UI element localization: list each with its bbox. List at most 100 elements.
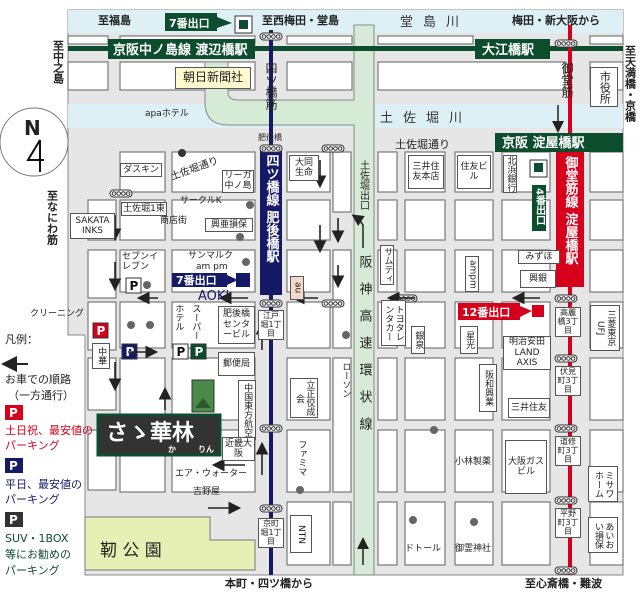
legend-green-parking: パーキング <box>5 563 60 577</box>
city-block <box>501 249 551 293</box>
exit-label: 4番出口 <box>534 188 547 225</box>
station-yodoyabashi-keihan: 京阪 淀屋橋駅 <box>495 133 623 152</box>
hotel-pin-icon <box>178 149 186 157</box>
city-block <box>404 357 446 421</box>
station-label: 御堂筋線 淀屋橋駅 <box>563 155 580 266</box>
legend-red-parking: パーキング <box>5 438 60 452</box>
city-block <box>589 199 624 241</box>
river-label-dojima: 堂島川 <box>400 15 469 30</box>
city-block <box>119 357 166 421</box>
parking-symbol: P <box>9 406 18 420</box>
city-block <box>404 301 446 349</box>
city-block <box>454 249 494 293</box>
one-way-arrows <box>108 160 540 515</box>
city-block <box>377 501 398 566</box>
city-block <box>377 249 398 293</box>
legend-green-parking: 等にお勧めの <box>5 547 71 561</box>
city-block <box>286 199 331 241</box>
legend-oneway: お車での順路 <box>5 372 71 386</box>
city-block <box>589 61 624 91</box>
station-label: 四ツ橋線 肥後橋駅 <box>264 154 281 264</box>
direction-tenmabashi: 至天満橋・京橋 <box>624 45 637 123</box>
station-label: 大江橋駅 <box>482 42 535 58</box>
city-block <box>404 199 446 241</box>
station-watanabebashi: 京阪中ノ島線 渡辺橋駅 <box>108 39 255 59</box>
parking-symbol: P <box>9 513 18 527</box>
city-block <box>332 357 352 493</box>
city-block <box>501 357 551 421</box>
landmark-pin-icon <box>409 516 417 524</box>
city-block <box>454 501 494 566</box>
parking-icon: P <box>125 277 142 294</box>
city-block <box>286 249 331 293</box>
expressway-exit: 土佐堀出口 <box>358 159 370 210</box>
city-block <box>454 199 494 241</box>
direction-umeda: 梅田・新大阪から <box>512 13 600 27</box>
landmark-pin-icon <box>246 201 254 209</box>
city-block <box>589 357 624 421</box>
road-higobashi-bridge: 肥後橋 <box>258 132 282 142</box>
city-block <box>119 199 166 241</box>
destination-sasakarin: さゝ華林 か りん <box>96 379 222 457</box>
expressway-name: 阪神高速環状線 <box>357 255 373 444</box>
landmark-pin-icon <box>242 258 250 266</box>
landmark-pin-icon <box>127 321 135 329</box>
landmark-pin-icon <box>430 426 438 434</box>
city-block <box>87 199 117 241</box>
city-block <box>286 429 331 493</box>
traffic-signal-icon <box>554 496 578 505</box>
exit-yodoyabashi-12: 12番出口 <box>458 303 544 320</box>
landmark-pin-icon <box>146 321 154 329</box>
city-block <box>286 301 331 349</box>
city-block <box>377 61 566 91</box>
city-block <box>501 501 551 566</box>
landmark-pin-icon <box>470 518 478 526</box>
parking-symbol: P <box>9 459 18 473</box>
direction-honmachi: 本町・四ツ橋から <box>225 576 313 590</box>
north-compass: N <box>0 107 69 177</box>
destination-name: さゝ華林 <box>106 421 194 446</box>
road-midosuji: 御堂筋 <box>560 61 574 99</box>
city-block <box>87 249 117 299</box>
parking-red-icon <box>5 405 23 420</box>
road-tosabori-dori: 土佐堀通り <box>395 137 450 151</box>
traffic-signal-icon <box>259 299 283 308</box>
city-block <box>332 501 352 566</box>
city-block <box>171 301 256 349</box>
station-label: 京阪中ノ島線 渡辺橋駅 <box>113 42 249 58</box>
city-block <box>87 357 117 411</box>
legend-title: 凡例： <box>5 332 38 346</box>
city-block <box>286 151 331 193</box>
exit-arrow-icon <box>351 214 365 248</box>
exit-label: 12番出口 <box>462 305 510 319</box>
city-block <box>119 61 256 91</box>
utsubo-park-label: 靭 公 園 <box>100 541 162 561</box>
legend-oneway: （一方通行） <box>8 388 74 402</box>
city-block <box>589 301 624 349</box>
traffic-signal-icon <box>554 39 578 48</box>
city-block <box>377 301 398 349</box>
city-block <box>377 35 474 45</box>
legend-blue-parking: パーキング <box>5 492 60 506</box>
parking-icon: P <box>190 343 207 360</box>
exit-watanabebashi-7: 7番出口 <box>165 13 253 34</box>
city-block <box>589 35 624 45</box>
city-block <box>332 151 352 213</box>
city-block <box>67 35 109 45</box>
station-label: 京阪 淀屋橋駅 <box>502 135 586 151</box>
legend-red-parking: 土日祝、最安値の <box>5 423 93 437</box>
traffic-signal-icon <box>321 144 345 153</box>
exit-label: 7番出口 <box>169 16 210 30</box>
city-block <box>286 357 331 421</box>
city-block <box>589 501 624 566</box>
traffic-signal-icon <box>554 354 578 363</box>
city-block <box>589 249 624 293</box>
parking-green-icon <box>5 512 23 527</box>
direction-fukushima: 至福島 <box>98 13 131 27</box>
destination-ruby: りん <box>198 445 214 454</box>
city-block <box>67 61 109 91</box>
city-block <box>377 357 398 421</box>
city-block <box>119 151 166 193</box>
city-block <box>377 429 398 493</box>
